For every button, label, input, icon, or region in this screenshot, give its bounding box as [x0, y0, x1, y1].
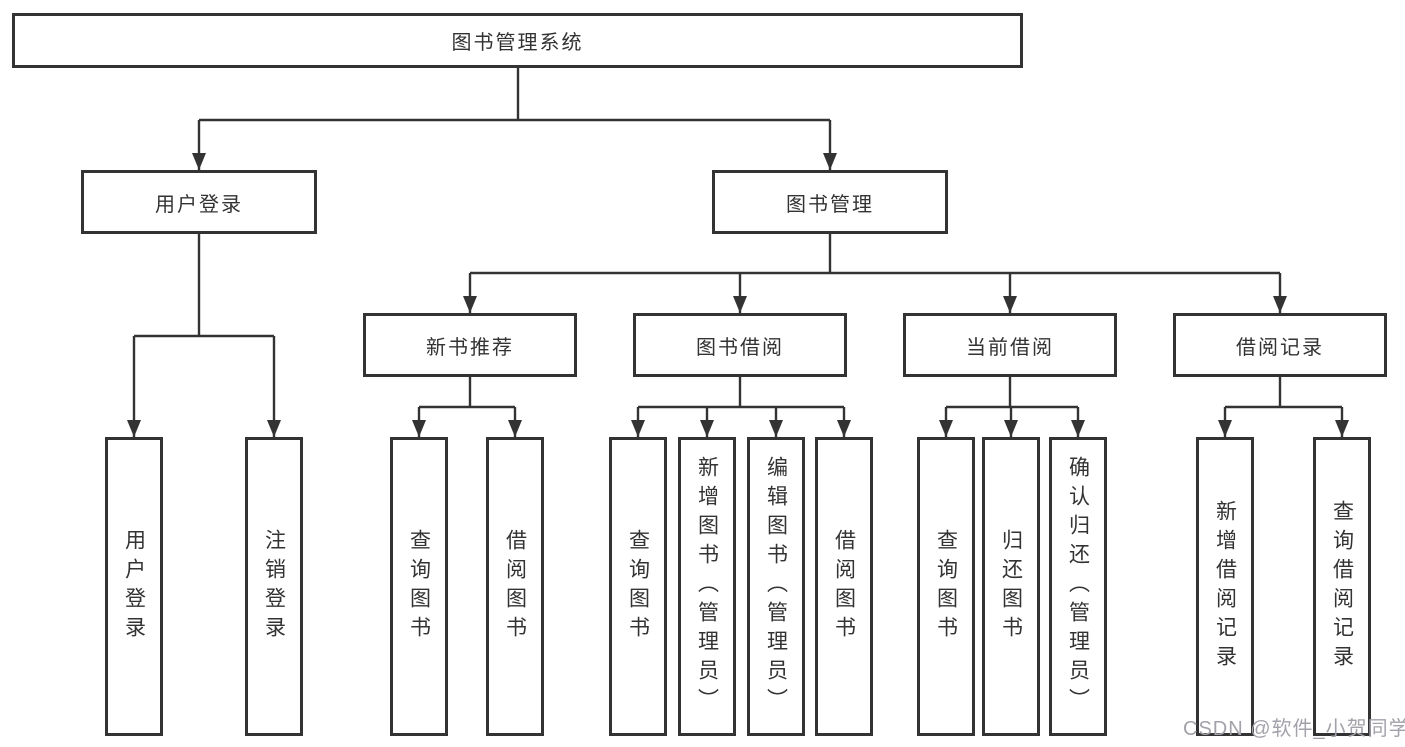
- connector-paths: [132, 68, 1344, 437]
- node-user-login: 用户登录: [81, 170, 317, 234]
- node-book-management: 图书管理: [712, 170, 948, 234]
- watermark: CSDN @软件_小贺同学: [1183, 718, 1405, 740]
- leaf-add-book-admin: 新增图书（管理员）: [678, 437, 736, 736]
- node-book-borrow-label: 图书借阅: [696, 336, 784, 359]
- leaf-query-books-current-label: 查询图书: [934, 528, 958, 645]
- node-borrow-records-label: 借阅记录: [1236, 336, 1324, 359]
- leaf-query-borrow-record: 查询借阅记录: [1313, 437, 1371, 736]
- leaf-return-book: 归还图书: [982, 437, 1040, 736]
- leaf-edit-book-admin: 编辑图书（管理员）: [747, 437, 805, 736]
- arrowheads: [127, 153, 1349, 437]
- leaf-add-borrow-record: 新增借阅记录: [1196, 437, 1254, 736]
- node-root-label: 图书管理系统: [451, 32, 584, 54]
- node-user-login-label: 用户登录: [155, 193, 243, 216]
- leaf-confirm-return-admin-label: 确认归还（管理员）: [1066, 456, 1090, 717]
- leaf-borrow-books-borrow: 借阅图书: [815, 437, 873, 736]
- leaf-add-book-admin-label: 新增图书（管理员）: [695, 456, 719, 717]
- node-root: 图书管理系统: [12, 13, 1023, 68]
- node-current-borrow-label: 当前借阅: [966, 336, 1054, 359]
- node-new-book-recommend-label: 新书推荐: [426, 336, 514, 359]
- leaf-borrow-books-newrec: 借阅图书: [486, 437, 544, 736]
- leaf-query-books-newrec: 查询图书: [390, 437, 448, 736]
- node-borrow-records: 借阅记录: [1173, 313, 1387, 377]
- leaf-edit-book-admin-label: 编辑图书（管理员）: [764, 456, 788, 717]
- leaf-borrow-books-borrow-label: 借阅图书: [832, 528, 856, 645]
- leaf-query-books-current: 查询图书: [917, 437, 975, 736]
- leaf-borrow-books-newrec-label: 借阅图书: [503, 528, 527, 645]
- leaf-return-book-label: 归还图书: [999, 528, 1023, 645]
- node-new-book-recommend: 新书推荐: [363, 313, 577, 377]
- leaf-query-books-newrec-label: 查询图书: [407, 528, 431, 645]
- leaf-user-login-label: 用户登录: [122, 528, 146, 645]
- leaf-logout: 注销登录: [245, 437, 303, 736]
- node-book-management-label: 图书管理: [786, 193, 874, 216]
- leaf-query-borrow-record-label: 查询借阅记录: [1330, 499, 1354, 674]
- leaf-confirm-return-admin: 确认归还（管理员）: [1049, 437, 1107, 736]
- leaf-add-borrow-record-label: 新增借阅记录: [1213, 499, 1237, 674]
- leaf-logout-label: 注销登录: [262, 528, 286, 645]
- node-current-borrow: 当前借阅: [903, 313, 1117, 377]
- leaf-user-login: 用户登录: [105, 437, 163, 736]
- node-book-borrow: 图书借阅: [633, 313, 847, 377]
- leaf-query-books-borrow: 查询图书: [609, 437, 667, 736]
- leaf-query-books-borrow-label: 查询图书: [626, 528, 650, 645]
